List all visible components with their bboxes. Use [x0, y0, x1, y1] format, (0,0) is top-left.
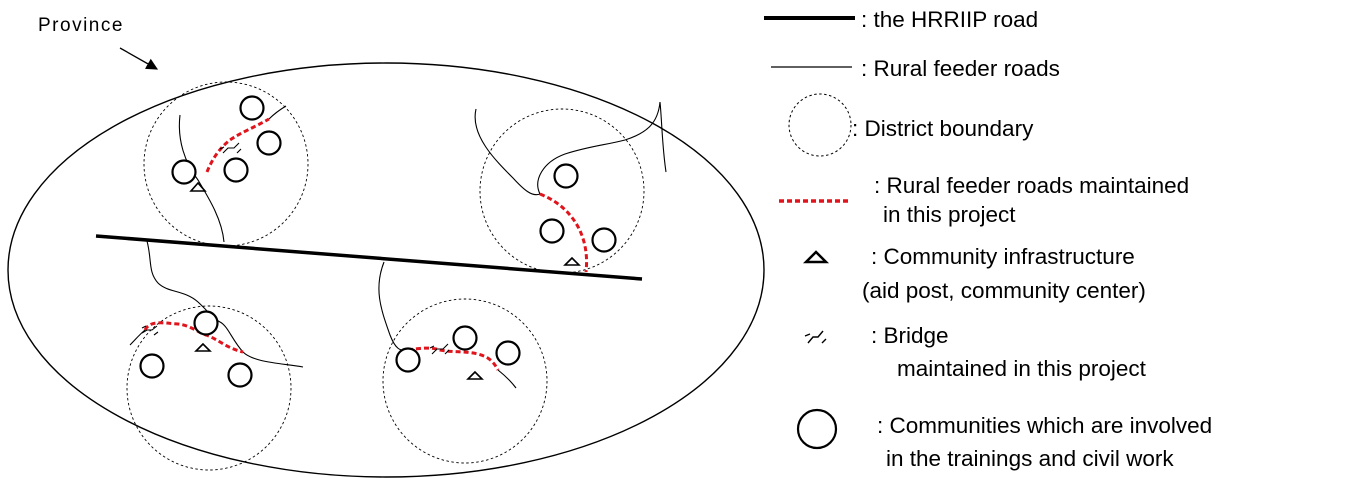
legend-label-community-infrastructure: : Community infrastructure: [871, 244, 1135, 269]
legend-label-maintained-roads: : Rural feeder roads maintained: [874, 173, 1189, 198]
legend-labels: : the HRRIIP road : Rural feeder roads :…: [852, 7, 1212, 471]
triangle-icon: [189, 181, 207, 192]
legend-label-rural-feeder-roads: : Rural feeder roads: [861, 56, 1060, 81]
maintained-road-bottom-right: [407, 346, 500, 371]
province-label: Province: [38, 15, 124, 36]
legend-label-communities-line2: in the trainings and civil work: [886, 446, 1174, 471]
community-circle-icon: [553, 163, 579, 189]
community-circle-icon: [239, 95, 265, 121]
community-circle-icon: [227, 362, 253, 388]
maintained-road-top-right: [539, 192, 589, 273]
district-boundary-bottom-right: [382, 298, 548, 464]
community-circle-icon: [171, 159, 197, 185]
feeder-road-bottom-right-branch: [497, 369, 517, 389]
map: Province: [7, 15, 765, 478]
legend-label-bridge-line2: maintained in this project: [897, 356, 1147, 381]
district-boundary-symbol: [788, 93, 852, 157]
maintained-feeder-roads: [143, 117, 589, 371]
community-circle-icon: [139, 353, 165, 379]
triangle-icon: [563, 256, 581, 266]
community-circle-icon: [591, 227, 617, 253]
district-boundary-bottom-left: [126, 305, 292, 471]
feeder-road-top-right-loop: [537, 101, 667, 195]
communities: [139, 95, 617, 388]
district-boundary-top-right: [479, 108, 645, 274]
community-symbol-icon: [796, 408, 838, 450]
community-circle-icon: [495, 340, 521, 366]
community-infrastructure: [189, 181, 581, 380]
bridge-icon: [219, 142, 242, 154]
bridge-icon: [429, 343, 450, 355]
maintained-road-bottom-left: [143, 321, 244, 354]
feeder-road-bottom-left: [146, 240, 304, 368]
legend-label-maintained-roads-line2: in this project: [883, 202, 1016, 227]
feeder-road-bottom-left-branch: [129, 329, 146, 346]
legend-symbols: [764, 16, 855, 450]
community-infrastructure-symbol: [802, 250, 830, 264]
legend-label-hrriip-road: : the HRRIIP road: [861, 7, 1038, 32]
triangle-icon: [194, 342, 212, 352]
legend: : the HRRIIP road : Rural feeder roads :…: [764, 7, 1212, 471]
legend-label-district-boundary: : District boundary: [852, 116, 1034, 141]
feeder-road-top-left: [178, 114, 225, 243]
bridge-icon: [141, 325, 159, 336]
community-circle-icon: [256, 130, 282, 156]
bridge-symbol-icon: [804, 330, 827, 344]
bridges: [141, 142, 450, 355]
community-circle-icon: [539, 218, 565, 244]
hrriip-road: [95, 234, 643, 281]
legend-label-community-infrastructure-line2: (aid post, community center): [862, 278, 1146, 303]
feeder-road-top-right: [474, 108, 541, 196]
province-pointer-arrow: [119, 47, 159, 70]
community-circle-icon: [223, 157, 249, 183]
feeder-road-top-left-branch: [268, 105, 287, 120]
district-boundaries: [126, 81, 645, 471]
community-circle-icon: [193, 310, 219, 336]
legend-label-bridge: : Bridge: [871, 323, 949, 348]
community-circle-icon: [452, 325, 478, 351]
province-boundary: [7, 62, 765, 478]
feeder-road-bottom-right: [378, 261, 409, 352]
district-boundary-top-left: [143, 81, 309, 247]
legend-label-communities: : Communities which are involved: [877, 413, 1212, 438]
community-circle-icon: [395, 347, 421, 373]
triangle-icon: [466, 370, 484, 380]
